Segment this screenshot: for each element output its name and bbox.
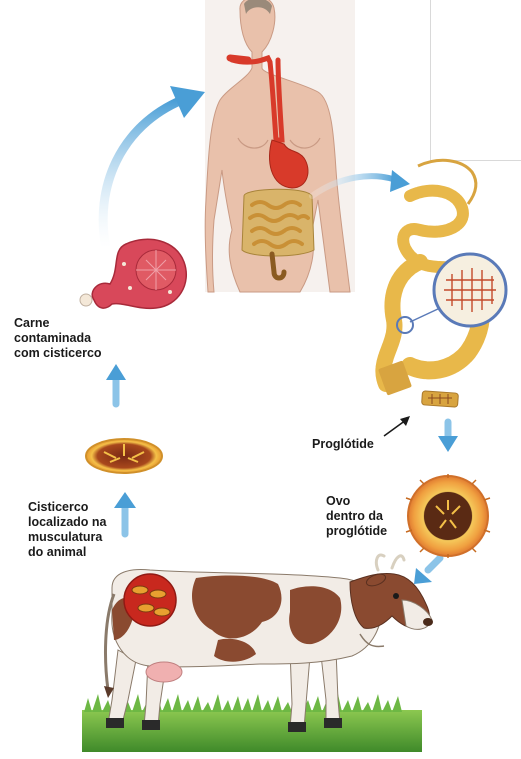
- arrow-to-cysticercus-head: [114, 492, 136, 508]
- label-proglottid: Proglótide: [312, 437, 374, 451]
- arrow-to-cow: [424, 554, 444, 574]
- arrow-to-cow-head: [414, 568, 432, 584]
- frame-line-vertical: [430, 0, 431, 160]
- cycle-arrows: [98, 86, 458, 584]
- cysticercus-illustration: [85, 438, 163, 474]
- label-meat: Carne contaminada com cisticerco: [14, 316, 102, 360]
- intestines: [241, 188, 315, 281]
- arrow-to-tapeworm: [309, 173, 399, 199]
- human-figure: [204, 0, 355, 293]
- proglottid-pointer-line: [383, 419, 407, 437]
- contaminated-meat: [79, 238, 187, 310]
- arrow-to-meat-head: [106, 364, 126, 380]
- proglottid-pointer-head: [400, 416, 410, 426]
- arrow-to-tapeworm-head: [390, 170, 410, 192]
- grass: [82, 694, 422, 752]
- arrow-to-human-head: [170, 86, 205, 118]
- arrow-to-human: [98, 95, 187, 253]
- frame-line-horizontal: [430, 160, 521, 161]
- label-cysticercus: Cisticerco localizado na musculatura do …: [28, 500, 107, 559]
- egg-illustration: [405, 474, 491, 558]
- tapeworm: [375, 158, 508, 408]
- label-egg: Ovo dentro da proglótide: [326, 494, 388, 538]
- cow: [104, 553, 433, 732]
- arrow-to-egg-head: [438, 436, 458, 452]
